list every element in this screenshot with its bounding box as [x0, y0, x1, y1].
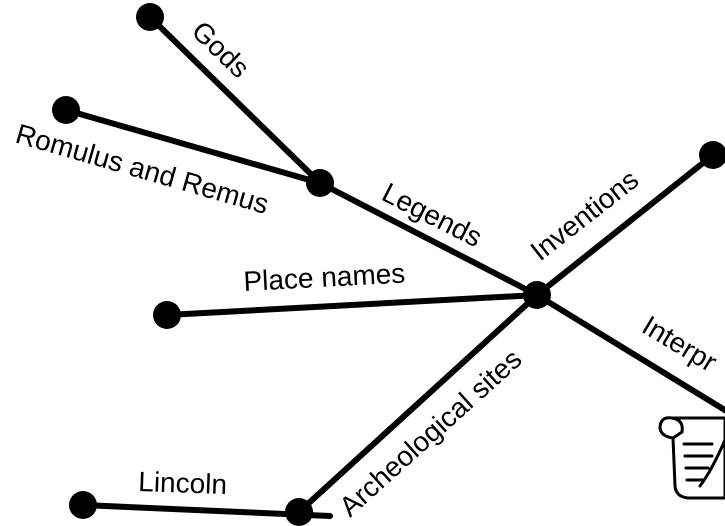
node-archeological-sites: [285, 498, 313, 526]
node-place-names: [153, 301, 181, 329]
node-romulus-and-remus: [52, 96, 80, 124]
edge-interpretation: [534, 292, 725, 414]
edge-romulus-and-remus: [63, 107, 323, 186]
edge-archeological-sites: [296, 292, 540, 515]
label-place-names: Place names: [243, 258, 406, 297]
node-gods: [136, 3, 164, 31]
node-hub: [523, 281, 551, 309]
nodes: [52, 3, 725, 526]
edge-place-names: [164, 292, 540, 318]
edge-inventions: [534, 152, 716, 298]
scroll-quill-icon: [658, 416, 725, 500]
node-lincoln: [69, 491, 97, 519]
label-interpretation: Interpr: [637, 310, 722, 378]
label-inventions: Inventions: [525, 164, 645, 267]
edge-legends: [317, 180, 540, 298]
label-archeological-sites: Archeological sites: [333, 343, 527, 522]
label-lincoln: Lincoln: [138, 466, 228, 500]
node-inventions: [699, 141, 725, 169]
node-legends: [306, 169, 334, 197]
label-gods: Gods: [186, 15, 256, 84]
edge-gods: [147, 14, 323, 186]
edges: [63, 14, 725, 519]
